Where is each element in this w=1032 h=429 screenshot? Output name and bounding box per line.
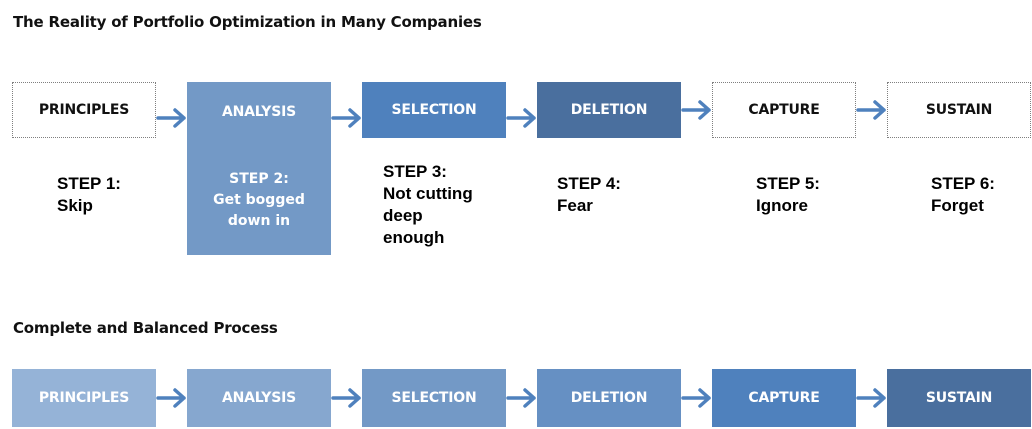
bottom-box-analysis: ANALYSIS xyxy=(187,369,331,427)
arrow-right-icon xyxy=(856,100,886,120)
bottom-box-capture-label: CAPTURE xyxy=(748,390,820,406)
arrow-right-icon xyxy=(156,108,186,128)
arrow-right-icon xyxy=(856,388,886,408)
top-box-analysis: ANALYSIS STEP 2: Get bogged down in xyxy=(187,82,331,255)
arrow-right-icon xyxy=(506,388,536,408)
top-box-principles: PRINCIPLES xyxy=(12,82,156,138)
bottom-box-selection-label: SELECTION xyxy=(391,390,477,406)
bottom-box-deletion: DELETION xyxy=(537,369,681,427)
bottom-box-capture: CAPTURE xyxy=(712,369,856,427)
bottom-box-principles: PRINCIPLES xyxy=(12,369,156,427)
arrow-right-icon xyxy=(681,388,711,408)
bottom-box-analysis-label: ANALYSIS xyxy=(221,390,297,406)
step-1-text: STEP 1: Skip xyxy=(57,174,121,215)
arrow-right-icon xyxy=(331,388,361,408)
arrow-right-icon xyxy=(506,108,536,128)
top-box-deletion-label: DELETION xyxy=(570,102,648,118)
bottom-section-title: Complete and Balanced Process xyxy=(13,319,278,337)
top-box-deletion: DELETION xyxy=(537,82,681,138)
bottom-box-sustain: SUSTAIN xyxy=(887,369,1031,427)
top-box-selection: SELECTION xyxy=(362,82,506,138)
step-5-text: STEP 5: Ignore xyxy=(756,174,820,215)
top-box-capture-label: CAPTURE xyxy=(748,102,820,118)
arrow-right-icon xyxy=(156,388,186,408)
step-2-text: STEP 2: Get bogged down in xyxy=(213,171,305,229)
top-box-sustain: SUSTAIN xyxy=(887,82,1031,138)
bottom-box-sustain-label: SUSTAIN xyxy=(925,390,993,406)
step-6-text: STEP 6: Forget xyxy=(931,174,995,215)
top-box-principles-label: PRINCIPLES xyxy=(38,102,130,118)
step-3-text: STEP 3: Not cutting deep enough xyxy=(383,162,473,247)
bottom-box-principles-label: PRINCIPLES xyxy=(38,390,130,406)
bottom-box-deletion-label: DELETION xyxy=(570,390,648,406)
arrow-right-icon xyxy=(681,100,711,120)
arrow-right-icon xyxy=(331,108,361,128)
top-box-analysis-label: ANALYSIS xyxy=(221,104,297,120)
top-box-sustain-label: SUSTAIN xyxy=(925,102,993,118)
top-section-title: The Reality of Portfolio Optimization in… xyxy=(13,13,482,31)
bottom-box-selection: SELECTION xyxy=(362,369,506,427)
top-box-selection-label: SELECTION xyxy=(391,102,477,118)
step-4-text: STEP 4: Fear xyxy=(557,174,621,215)
top-box-capture: CAPTURE xyxy=(712,82,856,138)
